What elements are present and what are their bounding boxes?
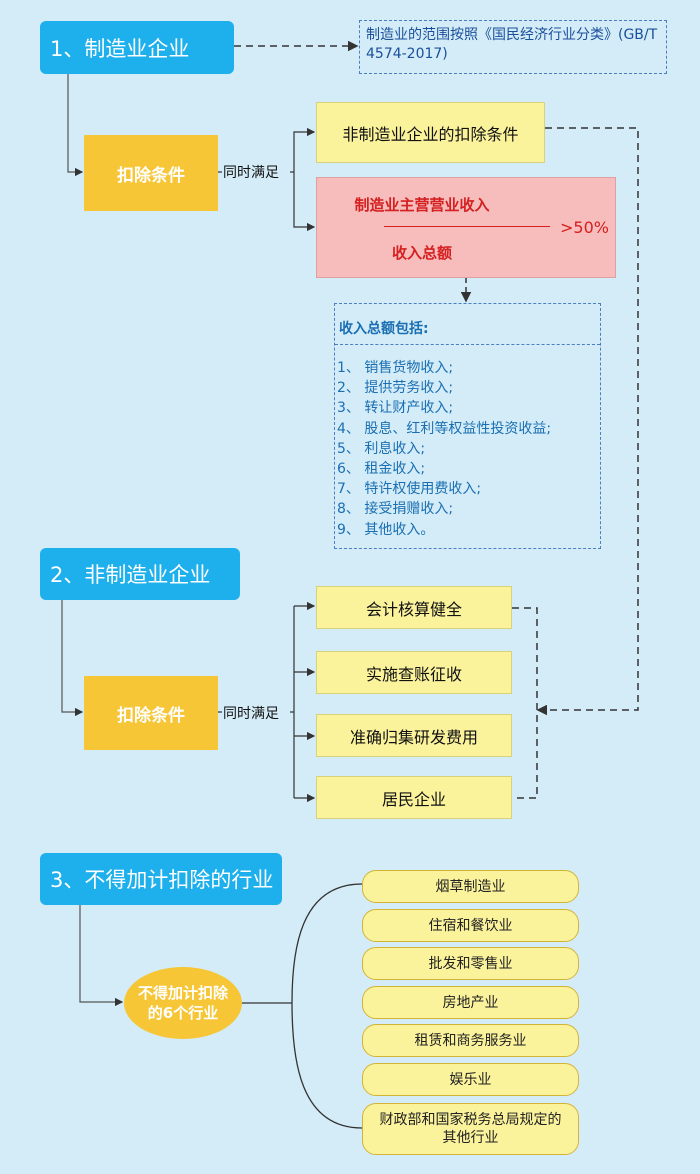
income-item: 9、 其他收入。 [337, 521, 435, 538]
ratio-threshold: >50% [560, 218, 609, 237]
income-item: 4、 股息、红利等权益性投资收益; [337, 420, 552, 437]
condition-item: 居民企业 [316, 776, 512, 819]
industry-item: 烟草制造业 [362, 870, 579, 903]
income-item: 6、 租金收入; [337, 461, 426, 478]
excluded-industries-node: 不得加计扣除的6个行业 [124, 967, 242, 1039]
income-item: 8、 接受捐赠收入; [337, 501, 454, 518]
income-items: 1、 销售货物收入; 2、 提供劳务收入; 3、 转让财产收入; 4、 股息、红利等权… [337, 358, 551, 540]
income-item: 3、 转让财产收入; [337, 400, 454, 417]
industry-item: 租赁和商务服务业 [362, 1024, 579, 1057]
ratio-numerator: 制造业主营营业收入 [354, 196, 490, 214]
section1-both-label: 同时满足 [223, 165, 279, 181]
manufacturing-scope-note: 制造业的范围按照《国民经济行业分类》(GB/T 4574-2017) [359, 20, 667, 74]
section1-condition: 扣除条件 [84, 135, 218, 211]
industry-item: 住宿和餐饮业 [362, 909, 579, 942]
income-list-divider [335, 344, 600, 345]
industry-item: 娱乐业 [362, 1063, 579, 1096]
industry-item: 房地产业 [362, 986, 579, 1019]
income-list-title: 收入总额包括: [339, 321, 429, 337]
ratio-box: 制造业主营营业收入 >50% 收入总额 [316, 177, 616, 278]
industry-item: 批发和零售业 [362, 947, 579, 980]
income-item: 1、 销售货物收入; [337, 360, 454, 376]
section2-condition: 扣除条件 [84, 676, 218, 750]
section2-title: 2、非制造业企业 [40, 548, 240, 600]
condition-item: 实施查账征收 [316, 651, 512, 694]
income-item: 5、 利息收入; [337, 440, 426, 457]
section3-title: 3、不得加计扣除的行业 [40, 853, 282, 905]
industry-item: 财政部和国家税务总局规定的其他行业 [362, 1103, 579, 1155]
ratio-denominator: 收入总额 [391, 244, 452, 262]
section1-title: 1、制造业企业 [40, 21, 234, 74]
section2-both-label: 同时满足 [223, 706, 279, 722]
income-item: 2、 提供劳务收入; [337, 380, 454, 397]
condition-item: 会计核算健全 [316, 586, 512, 629]
condition-item: 准确归集研发费用 [316, 714, 512, 757]
non-manufacturing-condition-box: 非制造业企业的扣除条件 [316, 102, 545, 163]
income-list-box: 收入总额包括: 1、 销售货物收入; 2、 提供劳务收入; 3、 转让财产收入; 4、… [334, 303, 601, 549]
income-item: 7、 特许权使用费收入; [337, 481, 482, 498]
fraction-line [384, 226, 550, 227]
